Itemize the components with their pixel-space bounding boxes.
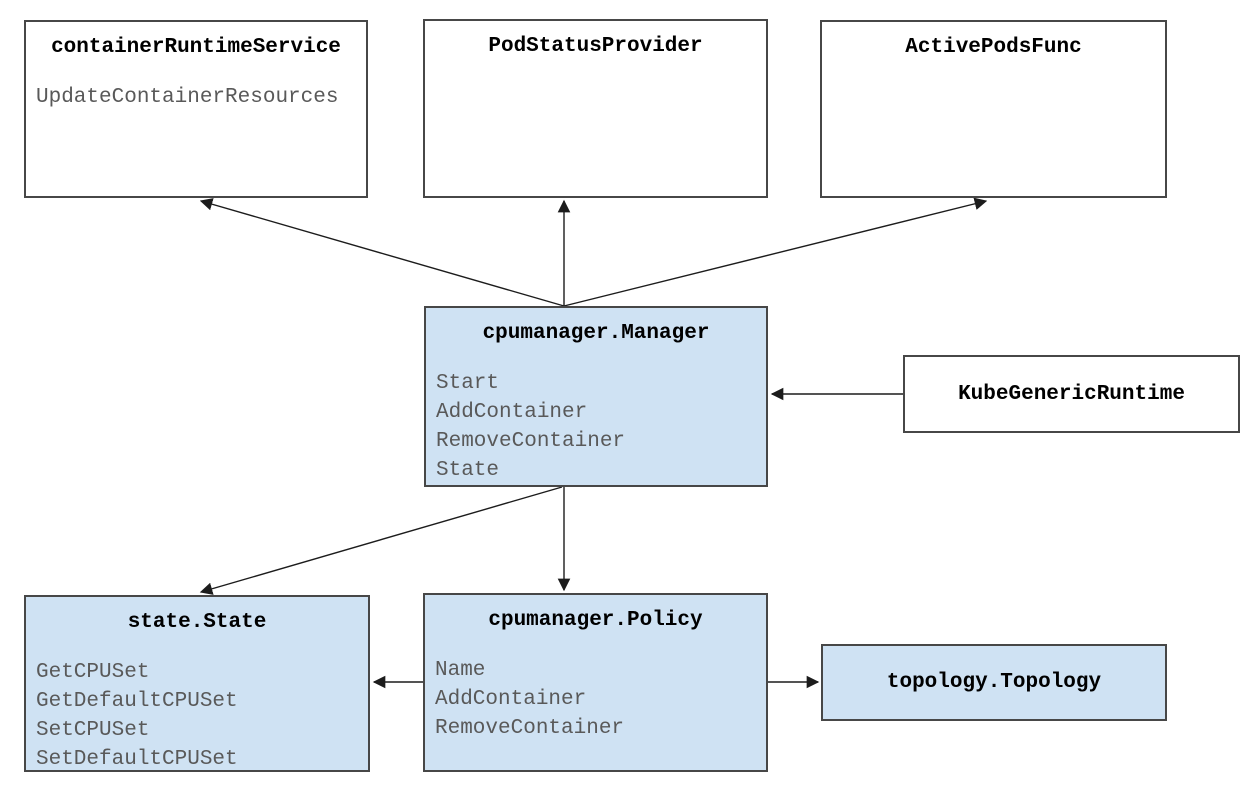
node-member: SetDefaultCPUSet <box>36 748 238 771</box>
node-title: containerRuntimeService <box>51 36 341 59</box>
node-member: RemoveContainer <box>436 430 626 453</box>
node-member: GetDefaultCPUSet <box>36 690 238 713</box>
node-member: AddContainer <box>436 401 588 424</box>
node-member: RemoveContainer <box>435 717 625 740</box>
node-member: UpdateContainerResources <box>36 86 339 109</box>
node-ActivePodsFunc: ActivePodsFunc <box>820 20 1167 198</box>
node-member-list: UpdateContainerResources <box>26 83 366 112</box>
node-KubeGenericRuntime: KubeGenericRuntime <box>903 355 1240 433</box>
edge-cpumanager-Manager-to-containerRuntimeService <box>199 198 565 307</box>
node-title: cpumanager.Policy <box>488 609 703 632</box>
node-title: ActivePodsFunc <box>905 36 1082 59</box>
node-member: State <box>436 459 500 482</box>
node-title: topology.Topology <box>886 671 1102 694</box>
node-title: KubeGenericRuntime <box>958 382 1185 406</box>
node-member: Name <box>435 659 486 682</box>
node-member: Start <box>436 372 500 395</box>
node-member: AddContainer <box>435 688 587 711</box>
node-title: cpumanager.Manager <box>482 322 710 345</box>
edge-cpumanager-Manager-to-state-State <box>199 486 563 595</box>
node-title: PodStatusProvider <box>488 35 703 58</box>
node-member: SetCPUSet <box>36 719 150 742</box>
edge-cpumanager-Manager-to-ActivePodsFunc <box>563 197 988 307</box>
node-topology-Topology: topology.Topology <box>821 644 1167 721</box>
node-PodStatusProvider: PodStatusProvider <box>423 19 768 198</box>
node-title: state.State <box>127 611 267 634</box>
node-member: GetCPUSet <box>36 661 150 684</box>
